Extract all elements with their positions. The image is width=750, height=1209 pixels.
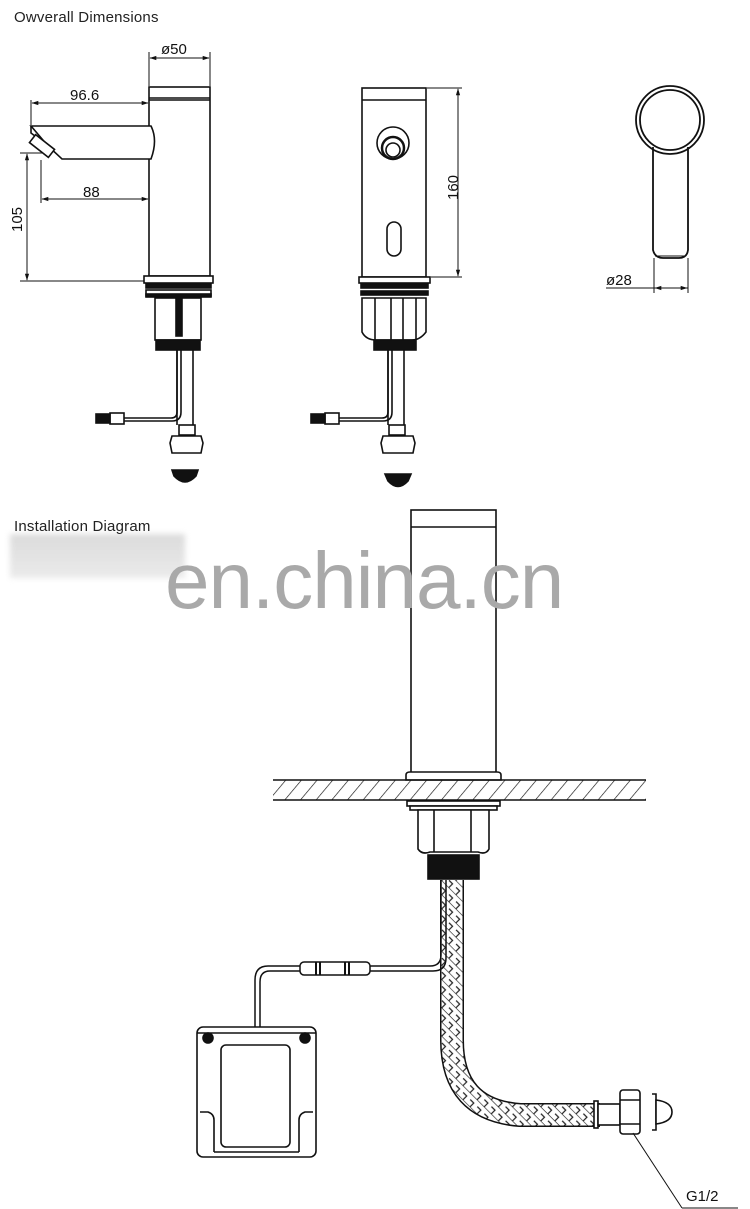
dim-spout-diameter: ø28 <box>606 272 632 289</box>
front-view <box>310 87 431 488</box>
dim-body-diameter: ø50 <box>161 41 187 58</box>
installation-diagram-title: Installation Diagram <box>14 518 151 535</box>
dim-spout-length: 96.6 <box>70 87 99 104</box>
sensor-cable <box>254 880 447 1030</box>
countertop <box>273 780 646 800</box>
front-view-dimensions <box>427 87 462 278</box>
mounting-nut <box>406 800 501 880</box>
blurred-overlay <box>10 534 185 578</box>
braided-hose <box>440 880 600 1127</box>
hose-fitting <box>593 1089 673 1135</box>
watermark: en.china.cn <box>165 536 563 625</box>
side-view-dimensions <box>20 52 211 282</box>
overall-dimensions-title: Owverall Dimensions <box>14 9 159 26</box>
dim-total-height: 160 <box>445 175 462 200</box>
end-view <box>635 85 705 259</box>
connection-thread-label: G1/2 <box>686 1188 719 1205</box>
side-view <box>28 86 214 483</box>
control-box <box>196 1026 317 1158</box>
dim-spout-height: 105 <box>9 207 26 232</box>
installed-faucet <box>405 509 502 781</box>
dim-spout-reach: 88 <box>83 184 100 201</box>
